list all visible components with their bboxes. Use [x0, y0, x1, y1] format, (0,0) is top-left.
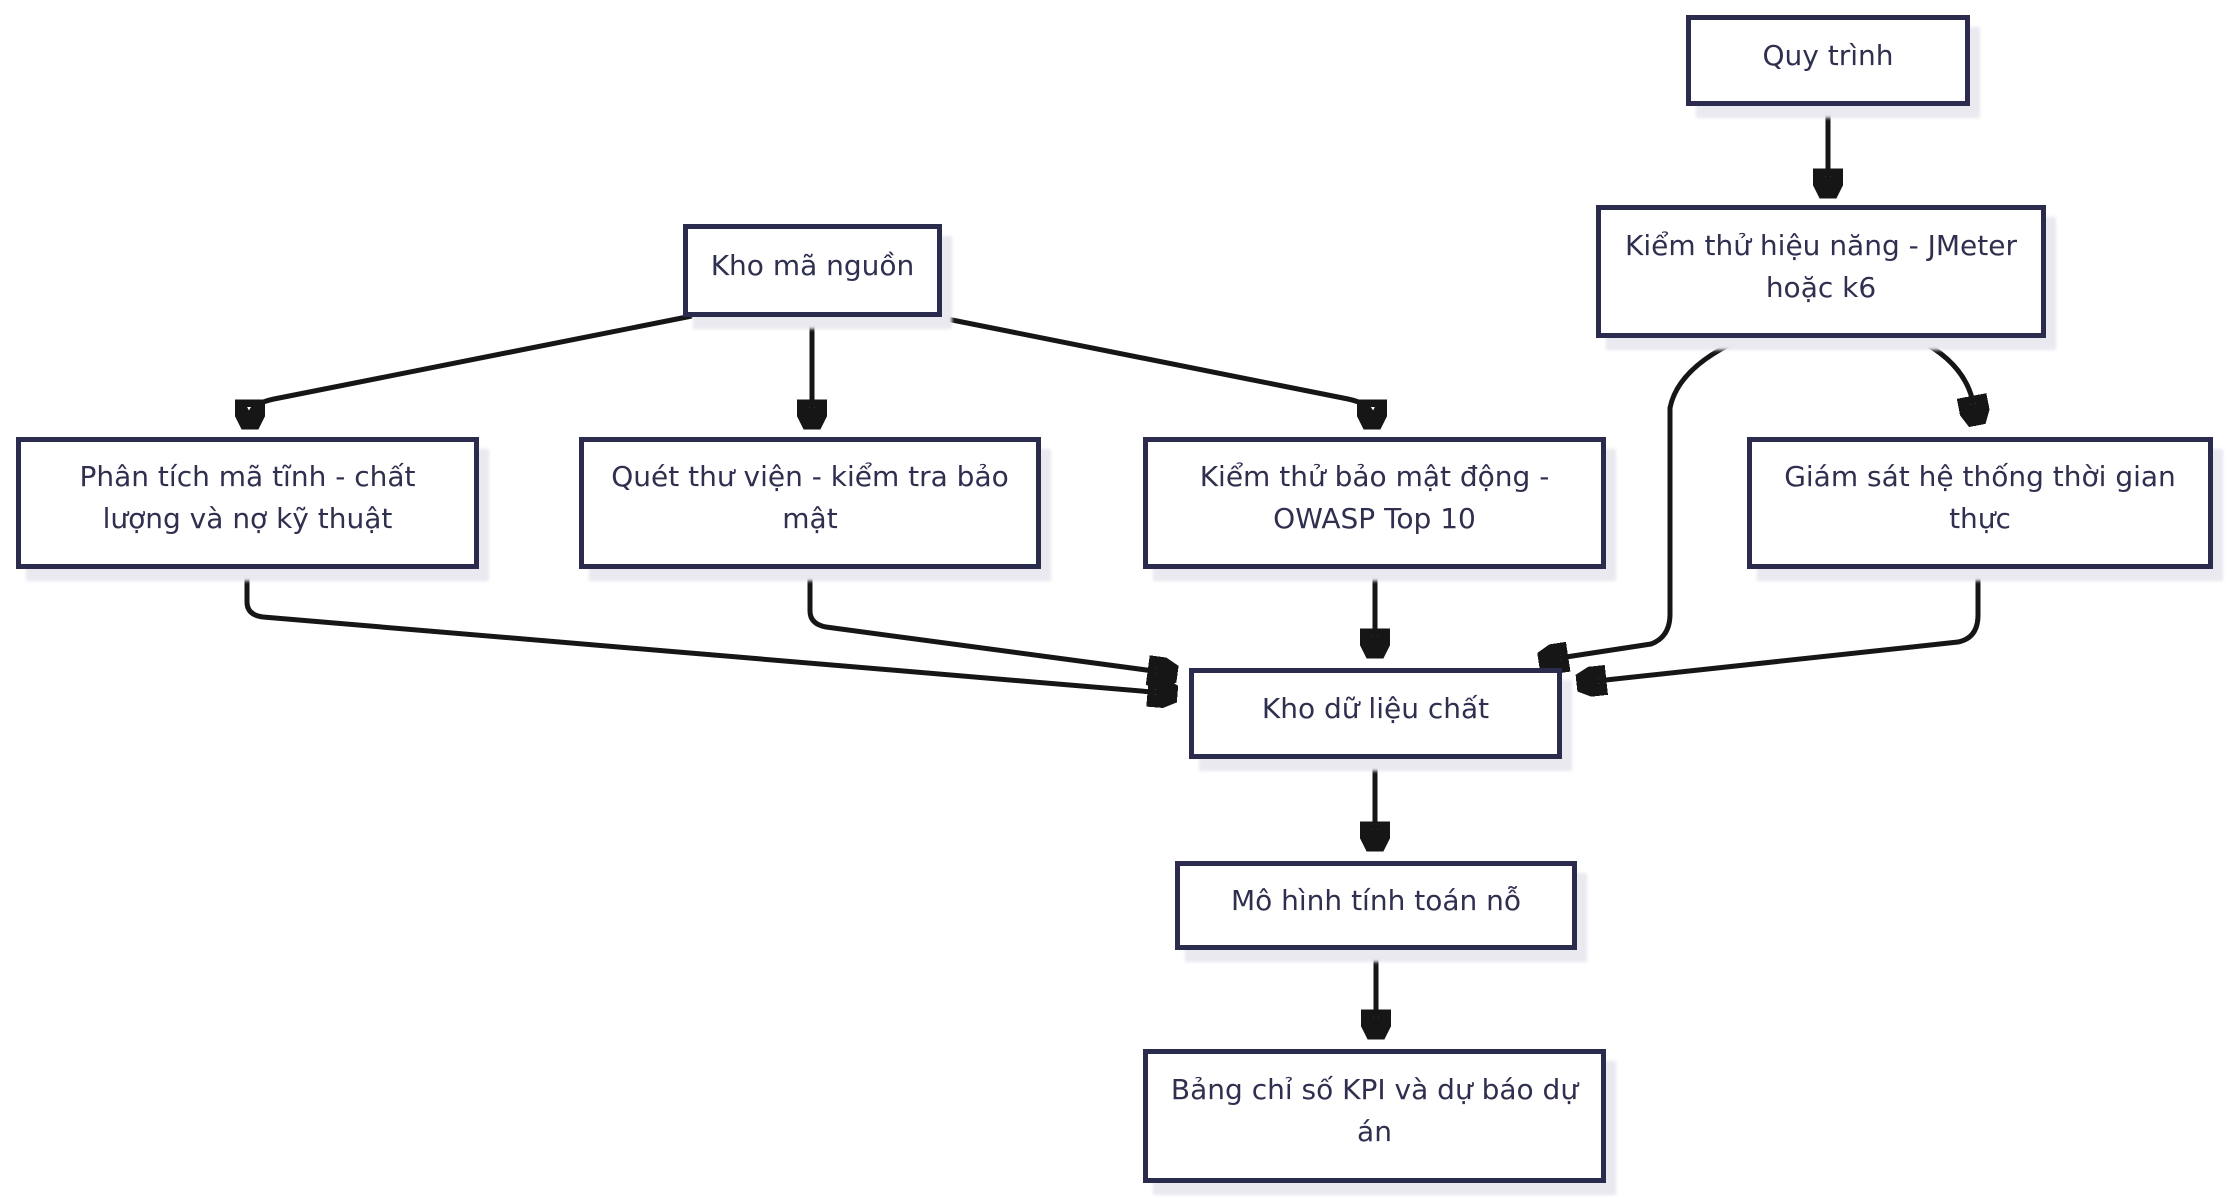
node-quet-thu-vien-label: Quét thư viện - kiểm tra bảo mật: [611, 460, 1009, 535]
edge-kiem-thu-hieu-nang-to-kho-du-lieu-chat: [1540, 337, 1741, 661]
node-quy-trinh-label: Quy trình: [1762, 38, 1894, 72]
node-kiem-thu-hieu-nang-label: Kiểm thử hiệu năng - JMeter hoặc k6: [1625, 228, 2017, 304]
node-kho-ma-nguon: Kho mã nguồn: [683, 224, 942, 317]
edge-giam-sat-he-thong-to-kho-du-lieu-chat: [1578, 571, 1981, 683]
node-quet-thu-vien: Quét thư viện - kiểm tra bảo mật: [579, 437, 1041, 569]
node-phan-tich-ma-tinh: Phân tích mã tĩnh - chất lượng và nợ kỹ …: [16, 437, 479, 569]
edge-kho-ma-nguon-to-kiem-thu-bao-mat-dong: [931, 313, 1372, 428]
node-giam-sat-he-thong: Giám sát hệ thống thời gian thực: [1747, 437, 2213, 569]
node-kho-du-lieu-chat-label: Kho dữ liệu chất: [1261, 691, 1490, 725]
node-bang-kpi-label: Bảng chỉ số KPI và dự báo dự án: [1170, 1073, 1579, 1148]
node-mo-hinh-tinh-toan: Mô hình tính toán nỗ: [1175, 861, 1577, 950]
edge-phan-tich-ma-tinh-to-kho-du-lieu-chat: [244, 571, 1176, 694]
node-kho-du-lieu-chat: Kho dữ liệu chất: [1189, 668, 1562, 759]
node-giam-sat-he-thong-label: Giám sát hệ thống thời gian thực: [1784, 460, 2176, 535]
edge-quet-thu-vien-to-kho-du-lieu-chat: [807, 571, 1176, 674]
edge-kiem-thu-hieu-nang-to-giam-sat-he-thong: [1917, 337, 1977, 424]
node-phan-tich-ma-tinh-label: Phân tích mã tĩnh - chất lượng và nợ kỹ …: [79, 460, 416, 535]
node-kiem-thu-bao-mat-dong-label: Kiểm thử bảo mật động - OWASP Top 10: [1199, 460, 1550, 535]
node-kho-ma-nguon-label: Kho mã nguồn: [710, 248, 915, 282]
node-bang-kpi: Bảng chỉ số KPI và dự báo dự án: [1143, 1049, 1606, 1183]
node-kiem-thu-bao-mat-dong: Kiểm thử bảo mật động - OWASP Top 10: [1143, 437, 1606, 569]
node-mo-hinh-tinh-toan-label: Mô hình tính toán nỗ: [1230, 883, 1522, 917]
node-kiem-thu-hieu-nang: Kiểm thử hiệu năng - JMeter hoặc k6: [1596, 205, 2046, 338]
edge-kho-ma-nguon-to-phan-tich-ma-tinh: [250, 313, 693, 428]
node-quy-trinh: Quy trình: [1686, 15, 1970, 106]
